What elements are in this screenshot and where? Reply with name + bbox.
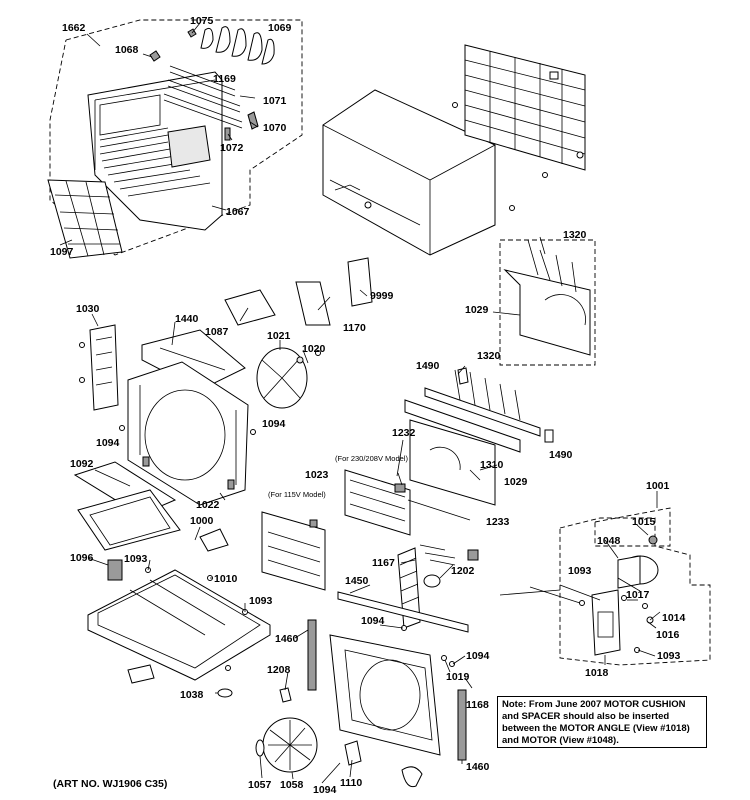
- part-label-1093-base: 1093: [124, 553, 148, 565]
- part-label-1320-mid: 1320: [477, 350, 501, 362]
- part-label-1097: 1097: [50, 246, 74, 258]
- part-label-1490-right: 1490: [549, 449, 573, 461]
- part-label-1021: 1021: [267, 330, 291, 342]
- part-label-1087: 1087: [205, 326, 229, 338]
- manual-9999: [347, 257, 373, 307]
- louver-blades: [149, 26, 275, 141]
- part-label-1018: 1018: [585, 667, 609, 679]
- part-label-1029-mid: 1029: [504, 476, 528, 488]
- part-label-1070: 1070: [263, 122, 287, 134]
- motor-cushion-note: Note: From June 2007 MOTOR CUSHION and S…: [497, 696, 707, 748]
- art-number: (ART NO. WJ1906 C35): [53, 778, 168, 790]
- base-pan: [73, 461, 271, 698]
- leader-lines: [59, 22, 661, 784]
- part-label-1057: 1057: [248, 779, 272, 791]
- model-note-230: (For 230/208V Model): [335, 454, 408, 463]
- control-boards: [261, 469, 479, 591]
- part-label-1014: 1014: [662, 612, 686, 624]
- part-label-1001: 1001: [646, 480, 670, 492]
- part-label-1093-base-right: 1093: [249, 595, 273, 607]
- part-label-1016: 1016: [656, 629, 680, 641]
- rear-grille: [464, 44, 586, 178]
- part-label-1232: 1232: [392, 427, 416, 439]
- part-label-1167: 1167: [372, 557, 395, 569]
- part-label-1029-top: 1029: [465, 304, 489, 316]
- condenser-section: [255, 547, 469, 788]
- part-label-1096: 1096: [70, 552, 94, 564]
- part-label-1208: 1208: [267, 664, 291, 676]
- part-number-labels: 1662 1075 1069 1068 1169 1071 1070 1072 …: [50, 15, 686, 796]
- part-label-1068: 1068: [115, 44, 139, 56]
- cover-louvers: [99, 127, 211, 197]
- part-label-1094-cond: 1094: [361, 615, 385, 627]
- motor-group: [559, 507, 711, 666]
- part-label-1038: 1038: [180, 689, 204, 701]
- part-label-1075: 1075: [190, 15, 214, 27]
- part-label-1093-motor-bottom: 1093: [657, 650, 681, 662]
- part-label-1048: 1048: [597, 535, 621, 547]
- front-grille-group: [47, 19, 303, 259]
- fan-shroud-group: [79, 281, 331, 506]
- part-label-1168: 1168: [466, 699, 489, 711]
- part-label-1460-right: 1460: [466, 761, 490, 773]
- part-label-1023: 1023: [305, 469, 329, 481]
- part-label-1094-bottom: 1094: [313, 784, 337, 796]
- part-label-1058: 1058: [280, 779, 304, 791]
- part-label-1072: 1072: [220, 142, 244, 154]
- model-note-115: (For 115V Model): [268, 490, 326, 499]
- part-label-1010: 1010: [214, 573, 238, 585]
- part-label-1094-left: 1094: [96, 437, 120, 449]
- part-label-1069: 1069: [268, 22, 292, 34]
- part-label-1440: 1440: [175, 313, 199, 325]
- part-label-1110: 1110: [340, 777, 362, 789]
- outer-cabinet: [322, 89, 515, 256]
- part-label-1030: 1030: [76, 303, 100, 315]
- part-label-1170: 1170: [343, 322, 366, 334]
- part-label-1320-top: 1320: [563, 229, 587, 241]
- part-label-1450: 1450: [345, 575, 369, 587]
- part-label-1071: 1071: [263, 95, 287, 107]
- part-label-1022: 1022: [196, 499, 220, 511]
- part-label-1020: 1020: [302, 343, 326, 355]
- part-label-1169: 1169: [213, 73, 236, 85]
- evaporator-panel: [404, 367, 554, 506]
- part-label-1017: 1017: [626, 589, 650, 601]
- part-label-1015: 1015: [632, 516, 656, 528]
- part-label-1092: 1092: [70, 458, 94, 470]
- part-label-1093-motor-top: 1093: [568, 565, 592, 577]
- part-label-1000: 1000: [190, 515, 214, 527]
- part-label-1662: 1662: [62, 22, 86, 34]
- part-label-1460-left: 1460: [275, 633, 299, 645]
- part-label-1233: 1233: [486, 516, 510, 528]
- part-label-1490-left: 1490: [416, 360, 440, 372]
- back-panel-upper: [499, 239, 596, 366]
- air-filter-1097: [47, 179, 123, 259]
- part-label-1019: 1019: [446, 671, 470, 683]
- part-label-1202: 1202: [451, 565, 475, 577]
- part-label-1067: 1067: [226, 206, 250, 218]
- part-label-1094-mid: 1094: [262, 418, 286, 430]
- part-label-9999: 9999: [370, 290, 394, 302]
- part-label-1310: 1310: [480, 459, 504, 471]
- part-label-1094-right: 1094: [466, 650, 490, 662]
